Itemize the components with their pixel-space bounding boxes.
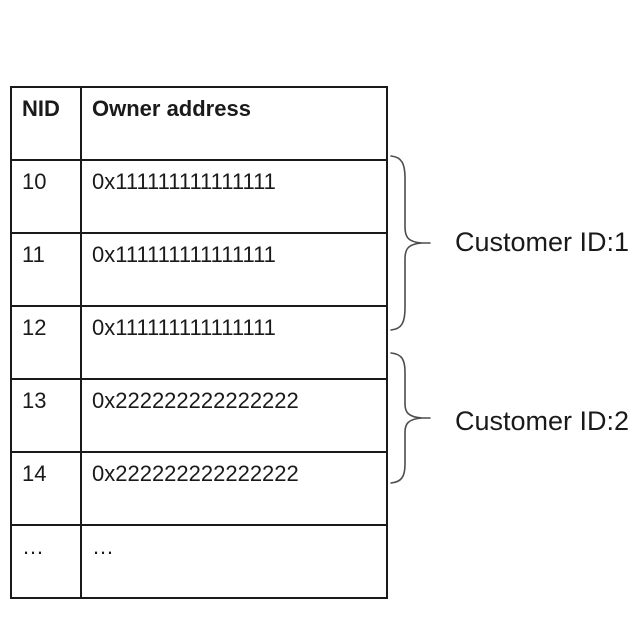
nid-cell: … bbox=[10, 524, 82, 599]
column-header-owner-address: Owner address bbox=[80, 86, 388, 161]
nid-cell: 13 bbox=[10, 378, 82, 453]
curly-brace-customer-1 bbox=[390, 155, 431, 331]
owner-address-cell: … bbox=[80, 524, 388, 599]
owner-address-cell: 0x111111111111111 bbox=[80, 305, 388, 380]
curly-brace-customer-2 bbox=[390, 352, 431, 484]
nid-cell: 12 bbox=[10, 305, 82, 380]
table-row: 13 0x222222222222222 bbox=[10, 378, 388, 453]
table-row: 14 0x222222222222222 bbox=[10, 451, 388, 526]
nid-cell: 11 bbox=[10, 232, 82, 307]
owner-address-cell: 0x111111111111111 bbox=[80, 232, 388, 307]
nid-cell: 10 bbox=[10, 159, 82, 234]
nid-cell: 14 bbox=[10, 451, 82, 526]
owner-address-cell: 0x222222222222222 bbox=[80, 378, 388, 453]
customer-id-1-label: Customer ID:1 bbox=[455, 227, 630, 257]
customer-id-2-label: Customer ID:2 bbox=[455, 406, 630, 436]
table-row: 11 0x111111111111111 bbox=[10, 232, 388, 307]
table-row: 10 0x111111111111111 bbox=[10, 159, 388, 234]
owner-address-cell: 0x222222222222222 bbox=[80, 451, 388, 526]
column-header-nid: NID bbox=[10, 86, 82, 161]
table-row: 12 0x111111111111111 bbox=[10, 305, 388, 380]
table-row-ellipsis: … … bbox=[10, 524, 388, 599]
nid-owner-table: NID Owner address 10 0x111111111111111 1… bbox=[10, 86, 388, 599]
owner-address-cell: 0x111111111111111 bbox=[80, 159, 388, 234]
table-header-row: NID Owner address bbox=[10, 86, 388, 161]
